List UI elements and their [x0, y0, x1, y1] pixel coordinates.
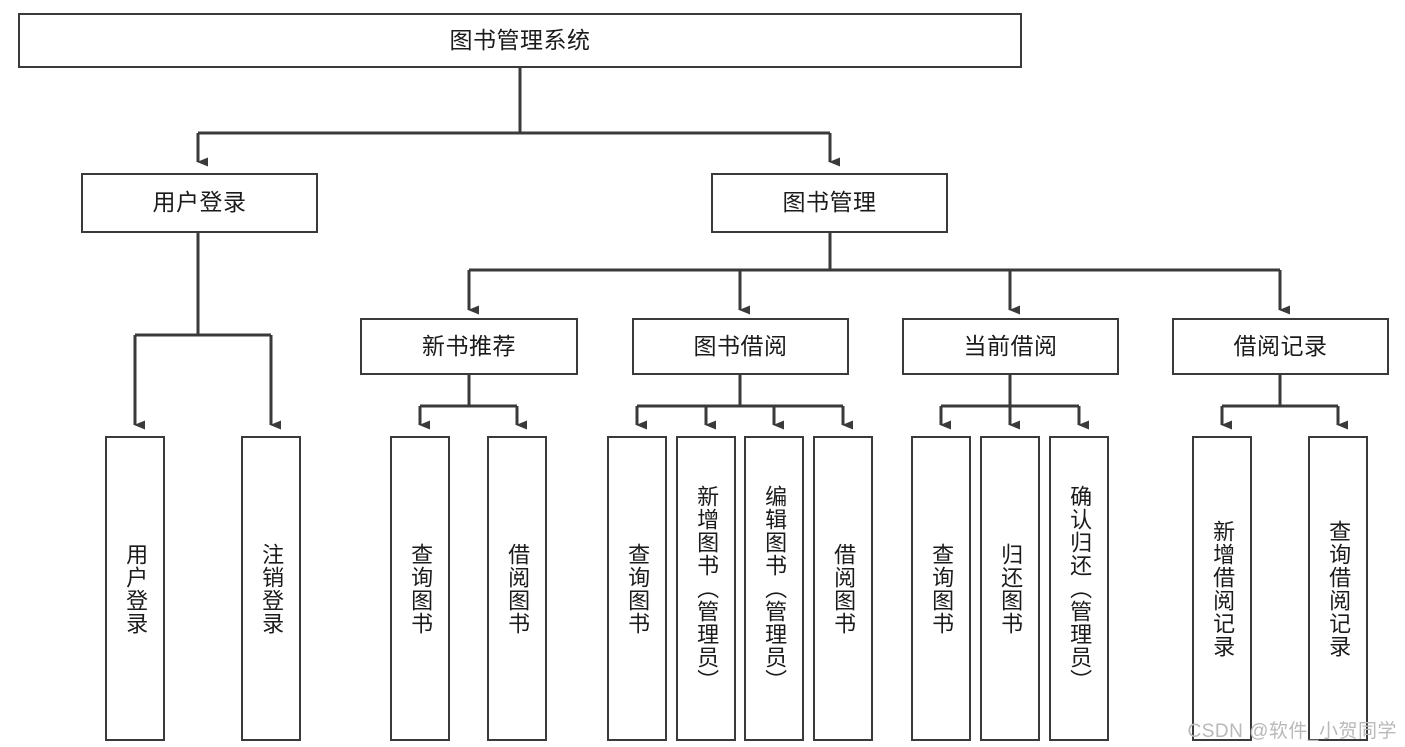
node-label: 查询图书 [625, 542, 651, 635]
node-leaf-query-borrow-record[interactable]: 查询借阅记录 [1308, 436, 1368, 741]
node-leaf-query-book-current[interactable]: 查询图书 [911, 436, 971, 741]
node-borrow-record[interactable]: 借阅记录 [1172, 318, 1389, 375]
node-leaf-user-login[interactable]: 用户登录 [105, 436, 165, 741]
watermark: CSDN @软件_小贺同学 [1187, 721, 1397, 742]
node-book-borrow[interactable]: 图书借阅 [632, 318, 849, 375]
node-leaf-borrow-book[interactable]: 借阅图书 [813, 436, 873, 741]
node-leaf-add-borrow-record[interactable]: 新增借阅记录 [1192, 436, 1252, 741]
node-label: 编辑图书（管理员） [762, 485, 788, 692]
node-leaf-query-book-borrow[interactable]: 查询图书 [607, 436, 667, 741]
node-label: 注销登录 [259, 542, 285, 635]
node-label: 当前借阅 [963, 332, 1058, 359]
node-leaf-add-book-admin[interactable]: 新增图书（管理员） [676, 436, 736, 741]
node-label: 查询借阅记录 [1326, 519, 1352, 658]
node-leaf-logout[interactable]: 注销登录 [241, 436, 301, 741]
node-label: 新增借阅记录 [1210, 519, 1236, 658]
node-leaf-confirm-return-admin[interactable]: 确认归还（管理员） [1049, 436, 1109, 741]
node-label: 查询图书 [408, 542, 434, 635]
node-label: 确认归还（管理员） [1067, 485, 1093, 692]
node-user-login[interactable]: 用户登录 [81, 173, 318, 233]
node-label: 图书借阅 [693, 332, 788, 359]
node-label: 新增图书（管理员） [694, 485, 720, 692]
node-label: 图书管理系统 [449, 26, 591, 53]
node-label: 查询图书 [929, 542, 955, 635]
node-label: 归还图书 [998, 542, 1024, 635]
node-root-book-management-system[interactable]: 图书管理系统 [18, 13, 1022, 68]
node-label: 借阅记录 [1233, 332, 1328, 359]
node-book-management[interactable]: 图书管理 [711, 173, 948, 233]
node-label: 用户登录 [152, 189, 247, 216]
node-label: 借阅图书 [505, 542, 531, 635]
node-label: 新书推荐 [422, 332, 516, 359]
node-leaf-query-book-recommend[interactable]: 查询图书 [390, 436, 450, 741]
node-label: 借阅图书 [831, 542, 857, 635]
node-label: 用户登录 [123, 542, 149, 635]
node-label: 图书管理 [782, 189, 877, 216]
node-leaf-borrow-book-recommend[interactable]: 借阅图书 [487, 436, 547, 741]
node-leaf-edit-book-admin[interactable]: 编辑图书（管理员） [744, 436, 804, 741]
node-new-book-recommend[interactable]: 新书推荐 [360, 318, 578, 375]
node-current-borrow[interactable]: 当前借阅 [902, 318, 1119, 375]
node-leaf-return-book[interactable]: 归还图书 [980, 436, 1040, 741]
